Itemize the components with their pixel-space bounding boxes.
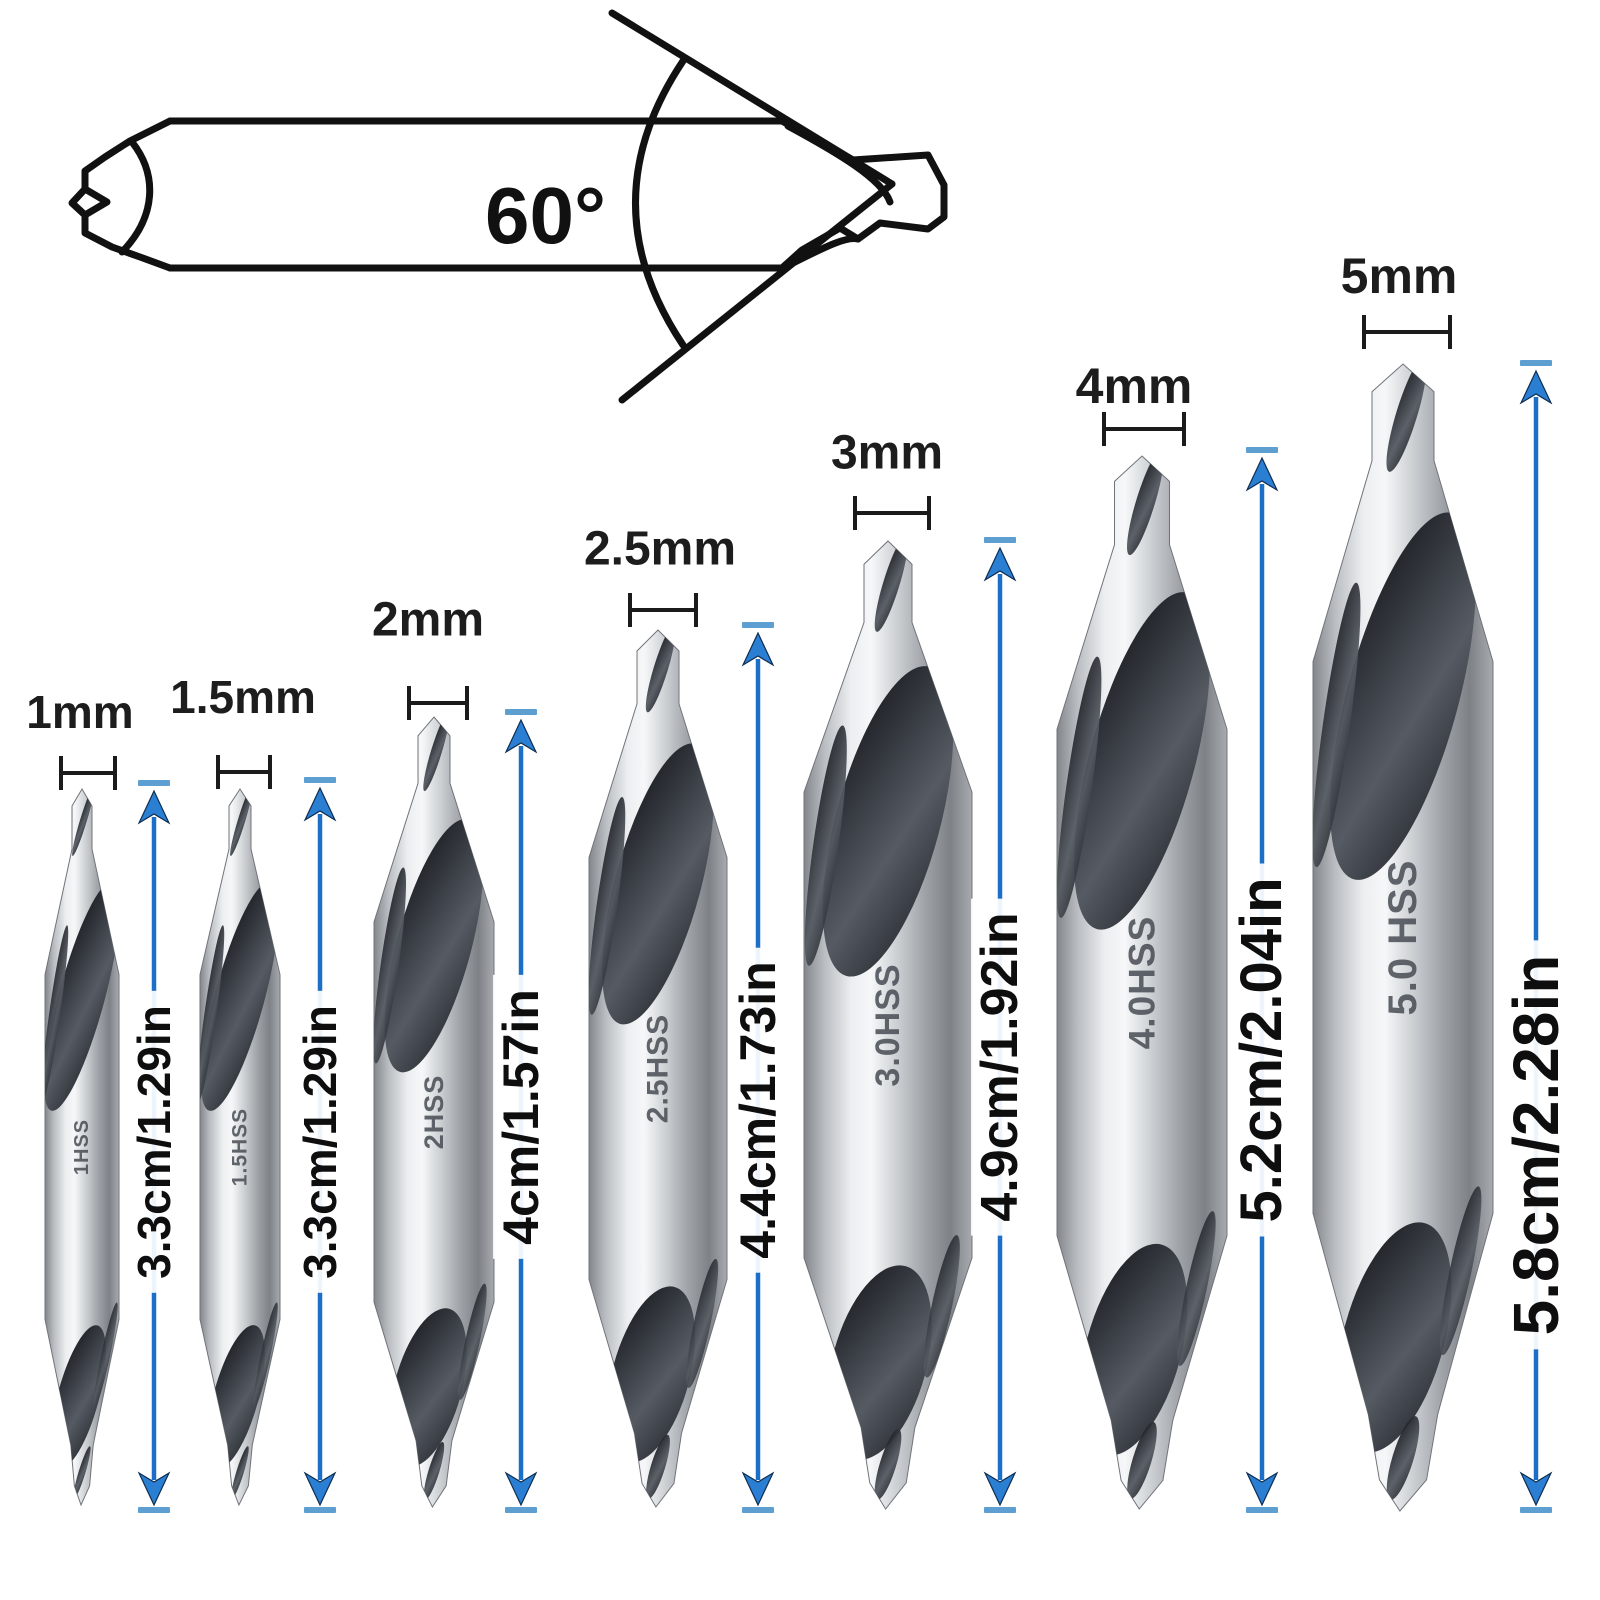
arrowhead-up xyxy=(1245,456,1279,492)
drill-size-label: 1.5mm xyxy=(170,671,316,723)
angle-line-lower xyxy=(618,180,896,404)
arrow-bottom-dash xyxy=(505,1507,537,1513)
shank-mark-label: 2.5HSS xyxy=(642,1014,675,1123)
angle-arc xyxy=(632,57,687,349)
arrowhead-down xyxy=(1519,1471,1553,1507)
arrowhead-down xyxy=(741,1471,775,1507)
shank-mark-label: 4.0HSS xyxy=(1122,916,1163,1050)
arrow-bottom-dash xyxy=(138,1507,170,1513)
arrowhead-up xyxy=(741,631,775,667)
shank-mark-label: 1.5HSS xyxy=(229,1108,252,1186)
arrowhead-up xyxy=(983,546,1017,582)
arrow-top-dash xyxy=(984,537,1016,543)
arrow-top-dash xyxy=(1246,447,1278,453)
drill-size-label: 4mm xyxy=(1075,358,1193,414)
arrow-top-dash xyxy=(304,777,336,783)
diameter-bracket xyxy=(59,756,117,790)
shank-mark-label: 5.0 HSS xyxy=(1381,860,1425,1016)
arrowhead-down xyxy=(1245,1471,1279,1507)
length-label: 4cm/1.57in xyxy=(493,975,549,1259)
drill-bit-photo: 2.5HSS xyxy=(588,629,728,1508)
length-label: 5.2cm/2.04in xyxy=(1229,863,1294,1237)
arrowhead-up xyxy=(137,789,171,825)
drill-bit-photo: 4.0HSS xyxy=(1056,455,1228,1510)
shank-mark-label: 3.0HSS xyxy=(869,963,907,1086)
drawing-left-tip xyxy=(68,117,174,272)
drill-bit-photo: 5.0 HSS xyxy=(1312,363,1494,1512)
drill-size-label: 1mm xyxy=(26,686,134,738)
diameter-bracket xyxy=(628,593,698,627)
arrow-bottom-dash xyxy=(742,1507,774,1513)
arrow-bottom-dash xyxy=(984,1507,1016,1513)
arrow-top-dash xyxy=(1520,360,1552,366)
drill-size-label: 5mm xyxy=(1340,248,1458,304)
length-label: 4.4cm/1.73in xyxy=(730,947,786,1273)
drill-flutes xyxy=(1313,364,1482,1500)
shank-mark-label: 2HSS xyxy=(419,1075,449,1150)
diameter-bracket xyxy=(407,686,469,720)
center-drill-angle-diagram: 60° xyxy=(68,9,948,404)
arrowhead-down xyxy=(983,1471,1017,1507)
arrow-bottom-dash xyxy=(1246,1507,1278,1513)
drill-size-label: 3mm xyxy=(830,426,944,480)
drawing-left-flute-curve xyxy=(118,138,154,256)
arrowhead-down xyxy=(303,1471,337,1507)
drawing-left-notch xyxy=(81,185,111,219)
drawing-right-flute-curve1 xyxy=(784,122,894,206)
drill-size-label: 2mm xyxy=(371,593,485,647)
diameter-bracket xyxy=(853,496,931,530)
drill-flutes xyxy=(1057,456,1216,1499)
arrowhead-up xyxy=(1519,369,1553,405)
arrow-top-dash xyxy=(742,622,774,628)
length-label: 4.9cm/1.92in xyxy=(971,898,1029,1236)
shank-mark-label: 1HSS xyxy=(71,1119,93,1175)
arrowhead-up xyxy=(504,718,538,754)
angle-line-upper xyxy=(608,9,896,188)
arrow-top-dash xyxy=(505,709,537,715)
arrow-top-dash xyxy=(138,780,170,786)
arrow-bottom-dash xyxy=(304,1507,336,1513)
drill-size-label: 2.5mm xyxy=(583,522,737,576)
diameter-bracket xyxy=(216,755,272,789)
drill-bit-photo: 1HSS xyxy=(44,788,120,1506)
drill-bit-photo: 3.0HSS xyxy=(803,540,973,1510)
angle-label: 60° xyxy=(485,171,606,260)
arrowhead-down xyxy=(504,1471,538,1507)
diameter-bracket xyxy=(1102,412,1186,446)
arrow-bottom-dash xyxy=(1520,1507,1552,1513)
drill-bit-photo: 2HSS xyxy=(373,716,495,1508)
arrowhead-up xyxy=(303,786,337,822)
arrowhead-down xyxy=(137,1471,171,1507)
length-label: 3.3cm/1.29in xyxy=(128,991,180,1293)
drill-bit-photo: 1.5HSS xyxy=(199,788,281,1506)
diameter-bracket xyxy=(1362,315,1452,349)
drawing-right-tip xyxy=(778,117,948,272)
length-label: 3.3cm/1.29in xyxy=(294,991,346,1293)
length-label: 5.8cm/2.28in xyxy=(1500,940,1572,1350)
